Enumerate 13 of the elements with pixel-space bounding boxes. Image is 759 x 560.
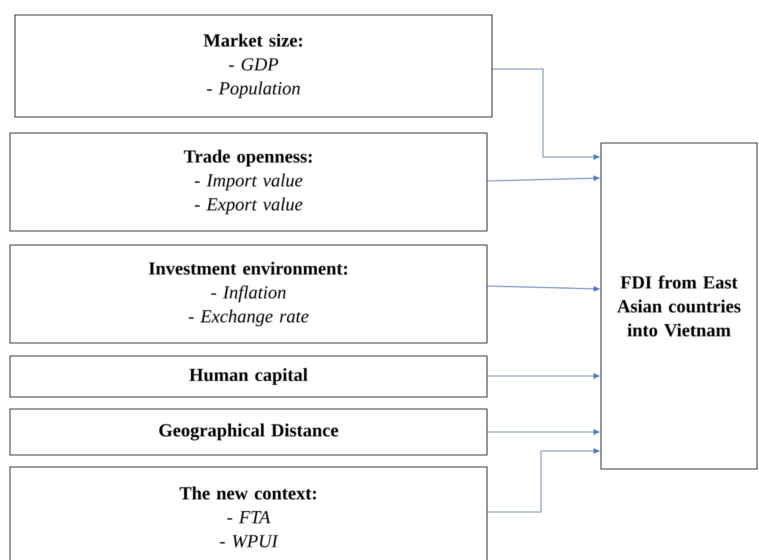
arrow (492, 68, 600, 160)
arrow (487, 429, 600, 435)
factor-box: Human capital (10, 356, 488, 398)
arrow (487, 448, 600, 512)
factor-box: Market size: - GDP - Population (14, 14, 492, 118)
arrow (487, 373, 600, 379)
factor-box: The new context: - FTA - WPUI (10, 466, 488, 560)
outcome-box: FDI from East Asian countries into Vietnam (600, 142, 758, 470)
arrow (487, 286, 600, 292)
arrow (487, 176, 600, 182)
factor-box: Trade openness: - Import value - Export value (10, 132, 488, 232)
factor-box: Geographical Distance (10, 408, 488, 456)
factor-box: Investment environment: - Inflation - Exchange rate (10, 244, 488, 344)
